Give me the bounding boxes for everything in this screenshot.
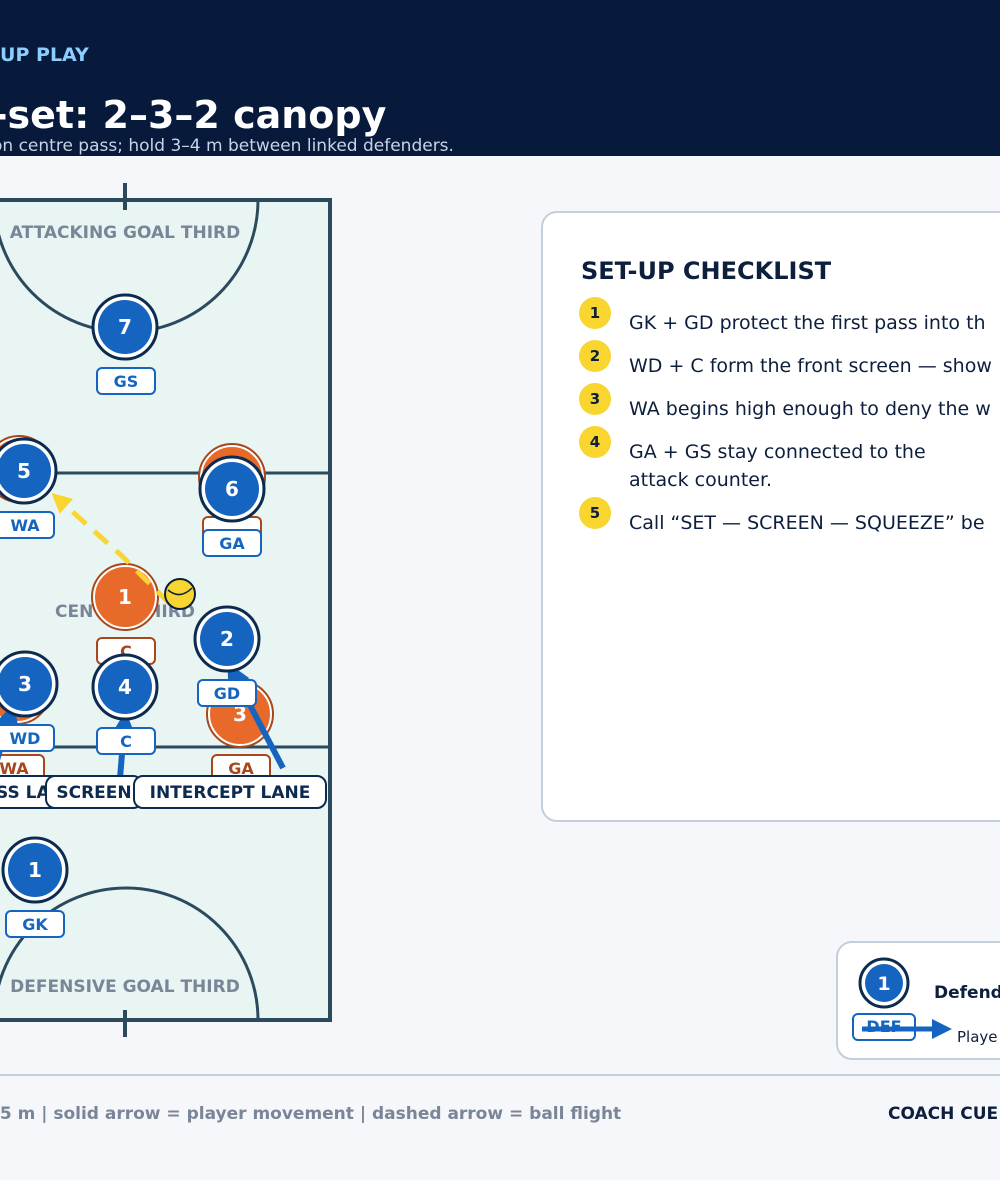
netball-icon[interactable]: [164, 578, 196, 610]
defensive-shooting-circle: [0, 886, 260, 1020]
checklist-title: SET-UP CHECKLIST: [581, 257, 832, 285]
defender-c[interactable]: 4 C: [91, 653, 159, 755]
defensive-third-label: DEFENSIVE GOAL THIRD: [10, 977, 240, 997]
attacker-wa[interactable]: WA: [0, 754, 45, 782]
defender-gk[interactable]: 1 GK: [1, 836, 69, 938]
defender-wd-tag: [0, 724, 55, 752]
checklist-item-text: GA + GS stay connected to the attack cou…: [629, 441, 926, 491]
defender-c-label: C: [120, 732, 132, 751]
legend-defender-label: Defend: [934, 983, 1000, 1003]
defender-wa[interactable]: 5 WA: [0, 437, 58, 539]
defender-ga-number: 6: [225, 477, 239, 501]
defender-wa-tag: [0, 511, 55, 539]
defender-ga[interactable]: 6 GA: [198, 455, 266, 557]
step-number-badge: 2: [579, 340, 611, 372]
defender-c-number: 4: [118, 675, 132, 699]
defender-gk-tag: [5, 910, 65, 938]
step-number-badge: 4: [579, 426, 611, 458]
page-title: e-set: 2–3–2 canopy: [0, 93, 387, 137]
legend-swatches: 1 DEF: [852, 957, 952, 1041]
page-subtitle: on centre pass; hold 3–4 m between linke…: [0, 136, 454, 156]
defender-gs-label: GS: [114, 372, 139, 391]
checklist-item-text: WD + C form the front screen — show: [629, 355, 992, 377]
footer-brand: COACH CUE: [888, 1104, 999, 1124]
defender-wa-number: 5: [17, 459, 31, 483]
callout-screen-text: SCREEN: [56, 783, 131, 803]
defender-wa-label: WA: [10, 516, 40, 535]
defender-wd-label: WD: [10, 729, 41, 748]
legend-defender-number: 1: [877, 973, 890, 995]
checklist-item-text: WA begins high enough to deny the w: [629, 398, 991, 420]
legend-card: 1 DEF Defend Playe: [836, 941, 1000, 1060]
attacker-wa-label: WA: [0, 759, 29, 778]
step-number-badge: 1: [579, 297, 611, 329]
defender-wd-number: 3: [18, 672, 32, 696]
defender-gs-tag: [96, 367, 156, 395]
callout-screen: SCREEN: [45, 775, 143, 809]
defender-gd-tag: [197, 679, 257, 707]
footer-divider: [0, 1074, 1000, 1076]
defender-ga-tag: [202, 529, 262, 557]
defender-gk-number: 1: [28, 858, 42, 882]
checklist-item-text: GK + GD protect the first pass into th: [629, 312, 986, 334]
defender-gd-number: 2: [220, 627, 234, 651]
setup-checklist-card: SET-UP CHECKLIST 1 GK + GD protect the f…: [541, 211, 1000, 822]
defender-c-tag: [96, 727, 156, 755]
attacker-ga-label: GA: [228, 759, 254, 778]
eyebrow-label: T-UP PLAY: [0, 44, 89, 66]
step-number-badge: 5: [579, 497, 611, 529]
header-banner: T-UP PLAY e-set: 2–3–2 canopy on centre …: [0, 0, 1000, 156]
defender-gd[interactable]: 2 GD: [193, 605, 261, 707]
defender-gd-label: GD: [214, 684, 240, 703]
attacker-c-label: C: [120, 642, 132, 661]
legend-movement-label: Playe: [957, 1028, 998, 1046]
attacker-ga-number: 3: [233, 702, 247, 726]
defender-ga-label: GA: [219, 534, 245, 553]
step-number-badge: 3: [579, 383, 611, 415]
footer-note: 25 m | solid arrow = player movement | d…: [0, 1104, 622, 1124]
defender-gs[interactable]: 7 GS: [91, 293, 159, 395]
defender-gs-number: 7: [118, 315, 132, 339]
defender-wd[interactable]: 3 WD: [0, 650, 59, 752]
ball-flight-arrow: [51, 493, 172, 606]
court-diagram: ATTACKING GOAL THIRD CENTRE THIRD DEFENS…: [0, 183, 332, 1037]
callout-intercept-lane: INTERCEPT LANE: [133, 775, 327, 809]
defender-gk-label: GK: [22, 915, 48, 934]
attacking-third-label: ATTACKING GOAL THIRD: [10, 223, 241, 243]
callout-intercept-lane-text: INTERCEPT LANE: [150, 783, 311, 803]
attacker-c-number: 1: [118, 585, 132, 609]
checklist-item-text: Call “SET — SCREEN — SQUEEZE” be: [629, 512, 985, 534]
